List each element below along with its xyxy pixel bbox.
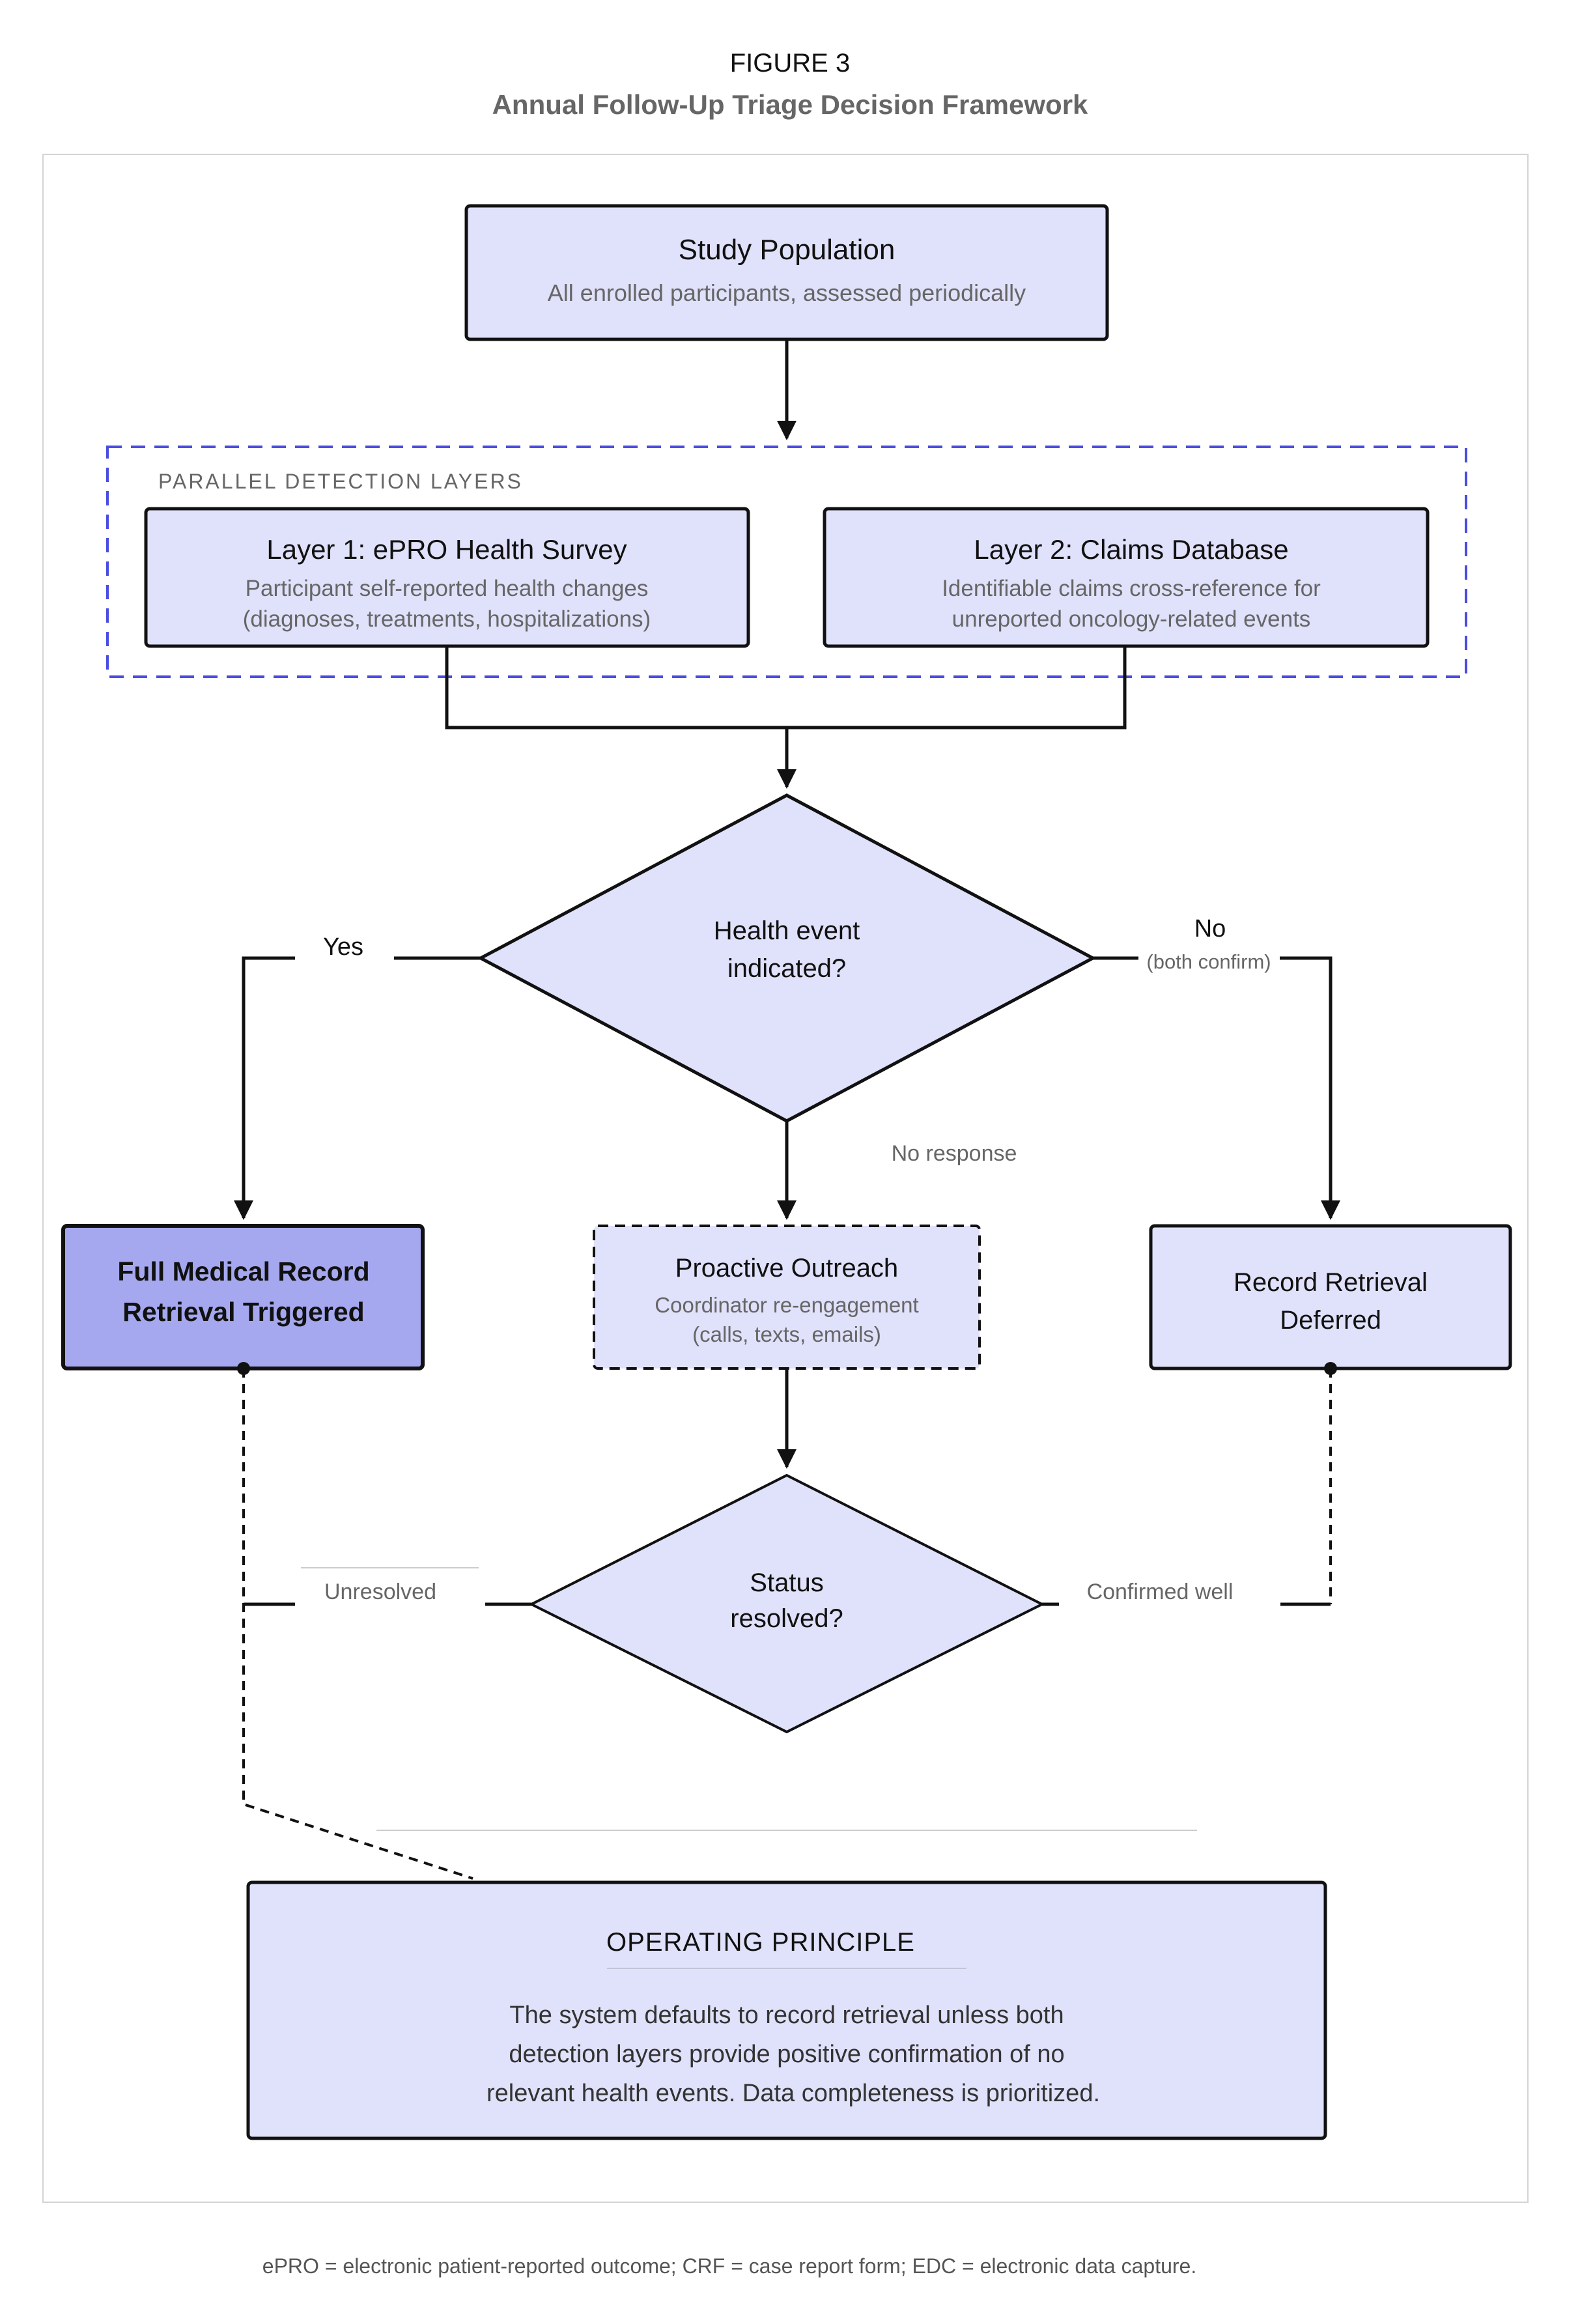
edge-label-no-sub: (both confirm)	[1146, 950, 1271, 973]
decision-status-resolved: Status resolved?	[528, 1473, 1045, 1734]
study-population-subtitle: All enrolled participants, assessed peri…	[548, 279, 1026, 306]
study-population-node: Study Population All enrolled participan…	[464, 204, 1109, 341]
decision2-line2: resolved?	[730, 1604, 843, 1633]
decision2-line1: Status	[750, 1568, 823, 1597]
layer2-node: Layer 2: Claims Database Identifiable cl…	[823, 507, 1430, 648]
layer2-title: Layer 2: Claims Database	[974, 534, 1288, 565]
principle-title: OPERATING PRINCIPLE	[606, 1928, 915, 1957]
layer1-node: Layer 1: ePRO Health Survey Participant …	[144, 507, 750, 648]
layer2-line1: Identifiable claims cross-reference for	[942, 576, 1321, 601]
outreach-node: Proactive Outreach Coordinator re-engage…	[593, 1225, 981, 1370]
edge-label-confirmed-well: Confirmed well	[1087, 1580, 1234, 1604]
parallel-detection-group: PARALLEL DETECTION LAYERS	[106, 446, 1467, 678]
full-retrieval-line2: Retrieval Triggered	[122, 1297, 364, 1327]
edge-label-unresolved: Unresolved	[324, 1580, 436, 1604]
full-retrieval-node: Full Medical Record Retrieval Triggered	[61, 1224, 425, 1370]
layer1-line1: Participant self-reported health changes	[246, 576, 649, 601]
deferred-line2: Deferred	[1280, 1306, 1381, 1335]
outreach-title: Proactive Outreach	[675, 1254, 898, 1282]
edge-label-no-response: No response	[892, 1141, 1017, 1166]
outreach-line1: Coordinator re-engagement	[655, 1293, 918, 1317]
study-population-title: Study Population	[679, 234, 896, 266]
outreach-line2: (calls, texts, emails)	[692, 1322, 881, 1346]
deferred-line1: Record Retrieval	[1234, 1268, 1428, 1297]
principle-line2: detection layers provide positive confir…	[509, 2041, 1064, 2068]
layer1-line2: (diagnoses, treatments, hospitalizations…	[243, 606, 651, 632]
layer1-title: Layer 1: ePRO Health Survey	[266, 534, 627, 565]
edge-full-retrieval-dashed	[242, 1368, 473, 1880]
decision1-line1: Health event	[714, 916, 860, 945]
decision-health-event: Health event indicated?	[477, 793, 1097, 1123]
full-retrieval-line1: Full Medical Record	[117, 1256, 369, 1286]
edge-label-no: No	[1194, 915, 1226, 942]
principle-line1: The system defaults to record retrieval …	[509, 2002, 1064, 2029]
parallel-group-label: PARALLEL DETECTION LAYERS	[158, 470, 523, 493]
layer2-line2: unreported oncology-related events	[952, 606, 1311, 632]
operating-principle-box: OPERATING PRINCIPLE The system defaults …	[246, 1880, 1327, 2140]
figure-label: FIGURE 3	[730, 49, 850, 78]
edge-no-down	[1280, 956, 1340, 1220]
edge-layers-merge	[445, 646, 1127, 730]
decision1-line2: indicated?	[727, 954, 846, 983]
figure-frame	[42, 154, 1529, 2203]
footnote: ePRO = electronic patient-reported outco…	[262, 2254, 1196, 2278]
deferred-node: Record Retrieval Deferred	[1149, 1224, 1512, 1370]
edge-label-yes: Yes	[323, 933, 363, 961]
edge-yes-down	[234, 956, 295, 1220]
figure-title: Annual Follow-Up Triage Decision Framewo…	[492, 89, 1088, 120]
principle-line3: relevant health events. Data completenes…	[487, 2080, 1100, 2107]
